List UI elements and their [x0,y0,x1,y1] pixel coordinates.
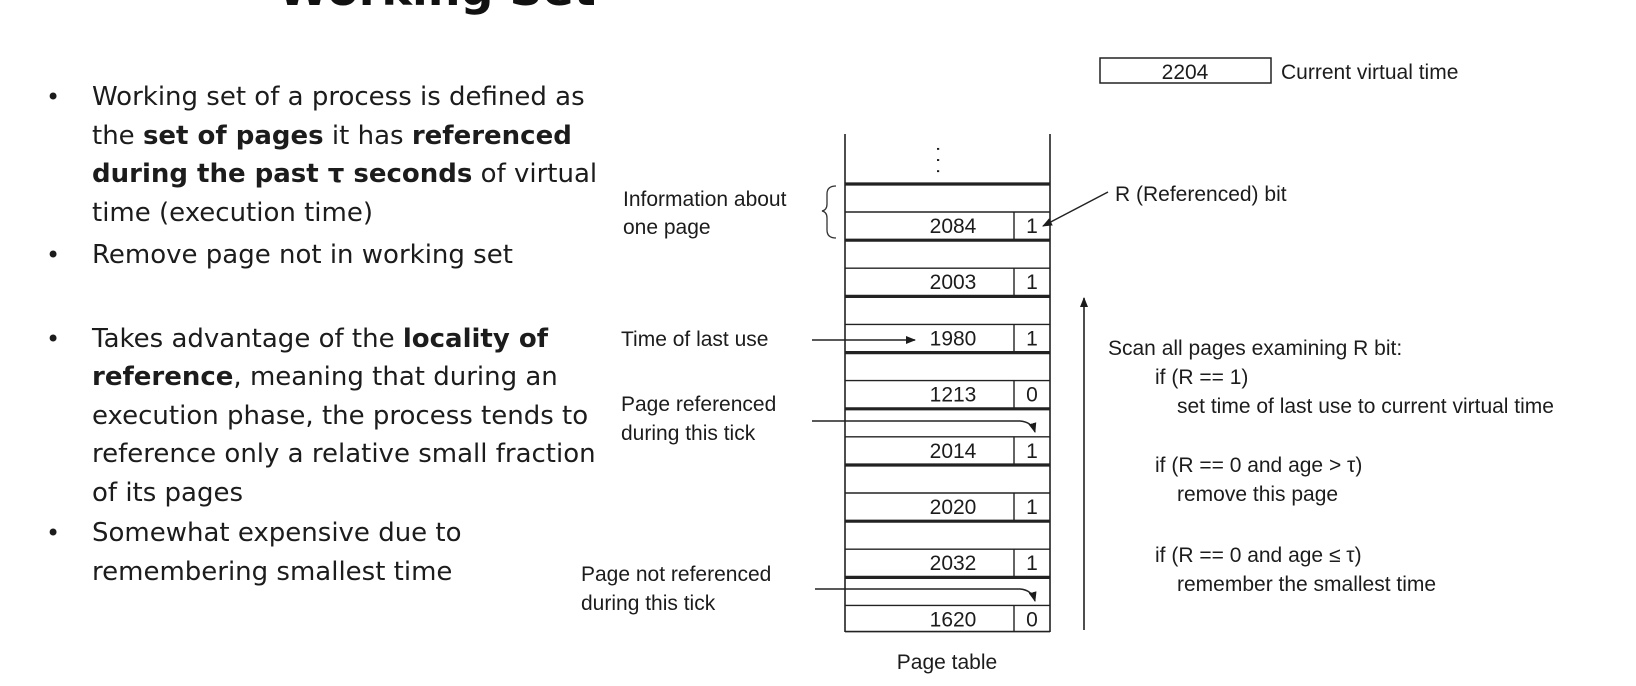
current-time-box [1099,57,1272,84]
info-label-line1: Information about [623,188,787,211]
last-use-time: 1980 [930,327,977,350]
algorithm-line: if (R == 0 and age ≤ τ) [1155,544,1362,567]
algorithm-line: remember the smallest time [1177,573,1436,596]
r-bit-value: 1 [1026,440,1038,463]
bullet-list: Working set of a process is defined as t… [40,78,600,591]
page-table-rows: 2084 1 2003 1 1980 1 1213 0 2014 1 2020 1 2032 1 1620 0 [845,182,1050,633]
bullet-text: , meaning that during an execution phase… [92,362,596,508]
last-use-time: 2032 [930,552,977,575]
r-bit-arrow [1042,191,1109,227]
bullet-item: Takes advantage of the locality of refer… [40,320,600,513]
info-label-line2: one page [623,216,711,239]
page-not-referenced-line1: Page not referenced [581,563,771,586]
current-time-value: 2204 [1162,61,1209,84]
algorithm-line: if (R == 1) [1155,366,1248,389]
info-brace [821,185,837,239]
bullet-item: Remove page not in working set [40,236,600,275]
r-bit-value: 1 [1026,496,1038,519]
last-use-time: 2014 [930,440,977,463]
algorithm-line: set time of last use to current virtual … [1177,395,1554,418]
r-bit-value: 1 [1026,327,1038,350]
r-bit-value: 1 [1026,215,1038,238]
r-bit-value: 0 [1026,384,1038,407]
algorithm-line: remove this page [1177,483,1338,506]
time-last-use-label: Time of last use [621,328,768,351]
page-table-label: Page table [897,651,997,674]
last-use-time: 1620 [930,608,977,631]
r-bit-value: 1 [1026,271,1038,294]
page-referenced-arrow [812,420,1037,433]
r-bit-value: 1 [1026,552,1038,575]
last-use-time: 2084 [930,215,977,238]
bullet-item: Somewhat expensive due to remembering sm… [40,514,600,591]
algorithm-line: if (R == 0 and age > τ) [1155,454,1362,477]
r-bit-label: R (Referenced) bit [1115,183,1287,206]
slide-title: Working Set [278,0,596,16]
algorithm-text: Scan all pages examining R bit: if (R ==… [1108,337,1554,596]
current-time-label: Current virtual time [1281,61,1458,84]
r-bit-value: 0 [1026,608,1038,631]
bullet-emphasis: referenced during the past τ seconds [92,120,572,190]
page-referenced-line2: during this tick [621,422,756,445]
continuation-dots: . . . [932,146,954,174]
last-use-time: 2003 [930,271,977,294]
page-not-referenced-line2: during this tick [581,592,716,615]
bullet-text: Remove page not in working set [92,240,513,270]
bullet-text: Takes advantage of the [92,323,403,354]
bullet-text: of virtual time (execution time) [92,159,598,228]
algorithm-line: Scan all pages examining R bit: [1108,337,1402,360]
last-use-time: 2020 [930,496,977,519]
bullet-text: Working set of a process is defined as t… [92,82,585,151]
bullet-emphasis: locality of reference [92,323,549,393]
bullet-emphasis: set of pages [142,120,324,151]
page-referenced-line1: Page referenced [621,393,776,416]
page-not-referenced-arrow [815,588,1037,602]
page-table: . . . 2084 1 2003 1 1980 1 1213 0 2014 1 2020 1 2032… [844,134,1051,633]
bullet-item: Working set of a process is defined as t… [40,78,600,232]
bullet-text: Somewhat expensive due to remembering sm… [92,518,462,587]
bullet-text: it has [323,120,412,151]
last-use-time: 1213 [930,384,977,407]
